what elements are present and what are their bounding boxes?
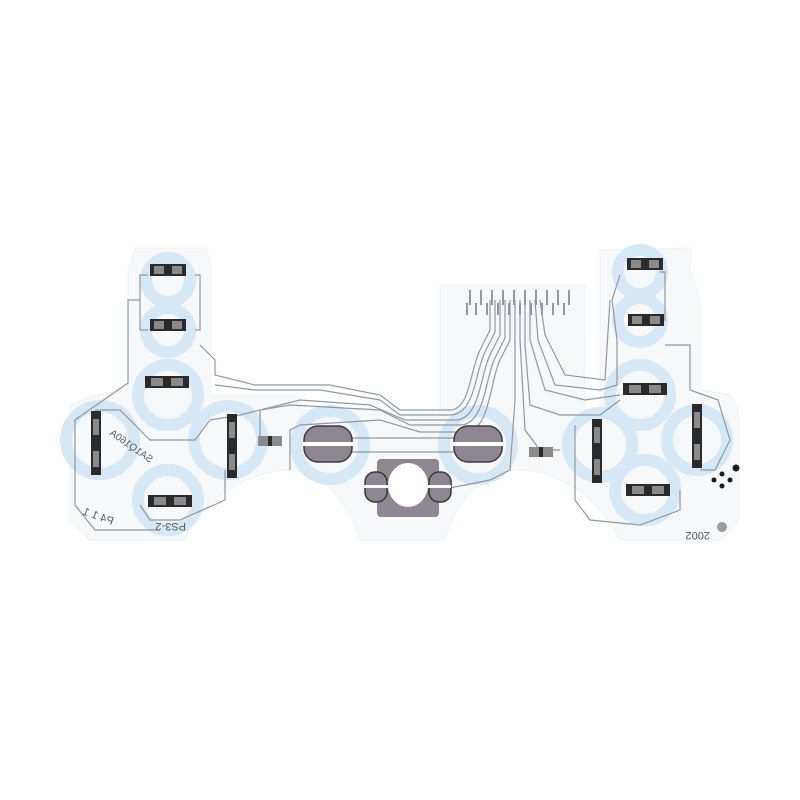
registration-dot <box>717 522 727 532</box>
select-start-pads <box>302 425 504 463</box>
carbon-rings <box>60 244 733 536</box>
hole-markers <box>711 464 740 489</box>
ps-button-pad <box>363 459 452 517</box>
model-label: PS3-2 <box>155 520 186 532</box>
switch-contacts <box>91 258 702 507</box>
year-code-label: 2002 <box>686 529 710 541</box>
connector-pins <box>466 290 570 315</box>
circuit-traces <box>74 271 731 531</box>
